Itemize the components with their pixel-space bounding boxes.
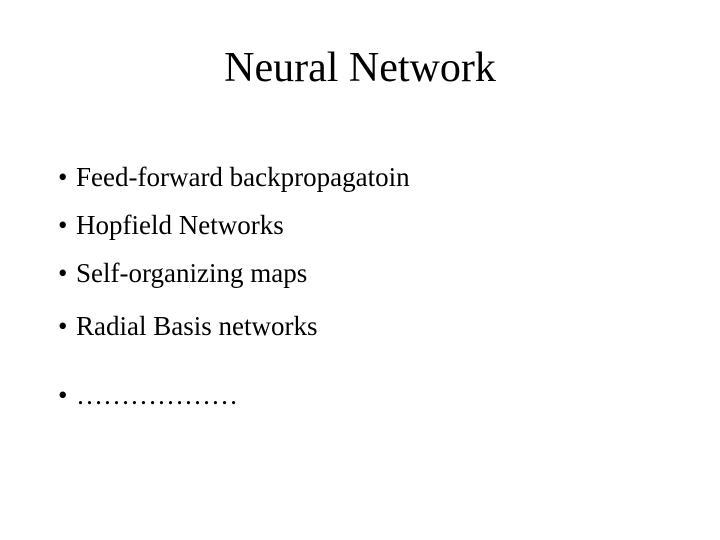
bullet-text: Self-organizing maps — [76, 258, 308, 288]
bullet-text: Hopfield Networks — [76, 210, 284, 240]
bullet-dot: • — [58, 258, 68, 288]
bullet-text: Feed-forward backpropagatoin — [76, 162, 410, 192]
bullet-dot: • — [58, 210, 68, 240]
bullet-text: ……………… — [76, 380, 238, 410]
bullet-dot: • — [58, 311, 68, 341]
bullet-item: • Feed-forward backpropagatoin — [58, 160, 410, 194]
bullet-item: • Radial Basis networks — [58, 309, 317, 343]
bullet-text: Radial Basis networks — [76, 311, 318, 341]
bullet-dot: • — [58, 162, 68, 192]
bullet-item: • Self-organizing maps — [58, 256, 307, 290]
slide-title: Neural Network — [224, 45, 496, 91]
bullet-item: • Hopfield Networks — [58, 208, 284, 242]
bullet-item: • ……………… — [58, 378, 238, 412]
bullet-dot: • — [58, 380, 68, 410]
